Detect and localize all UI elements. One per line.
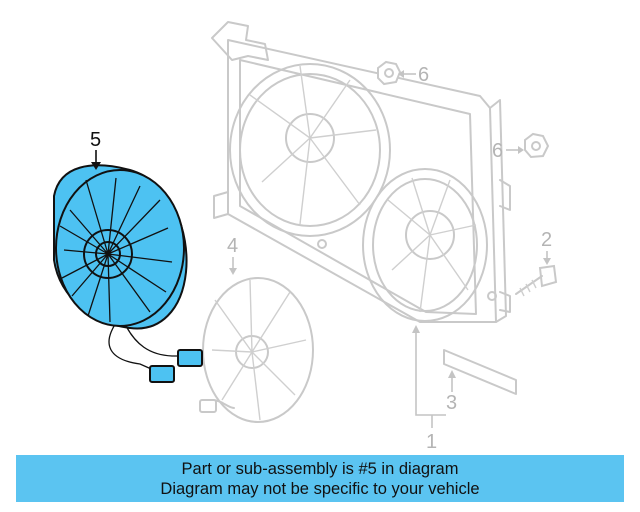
nut-part-6-lower	[524, 132, 550, 159]
bracket-part-3	[443, 349, 517, 395]
svg-text:4: 4	[227, 235, 238, 257]
screw-part-2	[515, 264, 558, 297]
fan-shroud-frame	[211, 21, 511, 323]
callout-1: 1	[412, 325, 446, 453]
info-banner: Part or sub-assembly is #5 in diagram Di…	[16, 455, 624, 502]
banner-line-1: Part or sub-assembly is #5 in diagram	[181, 460, 459, 478]
callout-2: 2	[541, 229, 552, 265]
callout-3: 3	[446, 370, 457, 414]
svg-text:6: 6	[418, 64, 429, 86]
svg-text:2: 2	[541, 229, 552, 251]
svg-text:1: 1	[426, 431, 437, 453]
svg-text:3: 3	[446, 392, 457, 414]
callout-6-upper: 6	[398, 64, 429, 86]
callout-5: 5	[90, 129, 101, 170]
fan-blade-part-4	[199, 277, 314, 423]
callout-6-lower: 6	[492, 140, 524, 162]
svg-text:5: 5	[90, 129, 101, 151]
banner-line-2: Diagram may not be specific to your vehi…	[160, 480, 480, 498]
nut-part-6-upper	[377, 60, 402, 86]
svg-text:6: 6	[492, 140, 503, 162]
radiator-fan-assembly-highlighted[interactable]	[53, 164, 203, 383]
callout-4: 4	[227, 235, 238, 275]
